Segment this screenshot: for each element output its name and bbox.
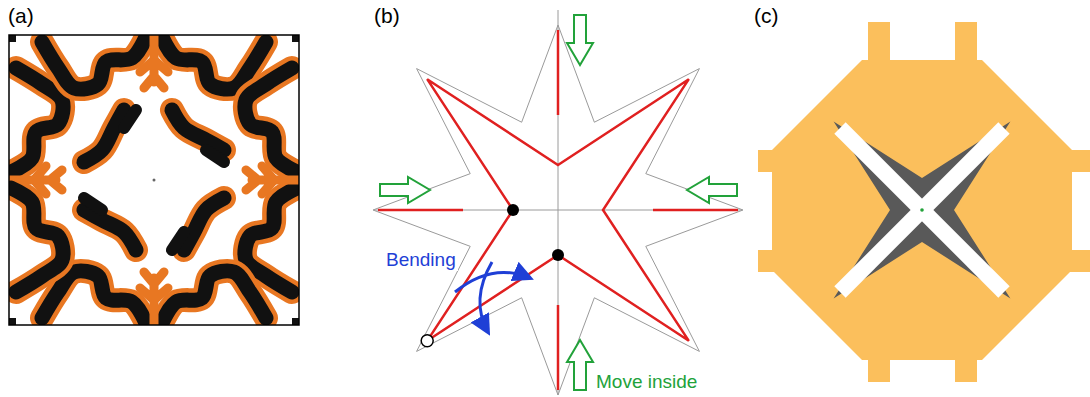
panel-label: (a) <box>6 4 36 27</box>
bending-label: Bending <box>384 250 458 271</box>
panel-label: (c) <box>752 4 781 27</box>
motion-label: Move inside <box>594 372 699 393</box>
panel-label: (b) <box>372 4 402 27</box>
mechanism-sketch <box>373 10 743 395</box>
topology-pattern <box>4 30 304 330</box>
simplified-unit-cell <box>758 22 1090 382</box>
